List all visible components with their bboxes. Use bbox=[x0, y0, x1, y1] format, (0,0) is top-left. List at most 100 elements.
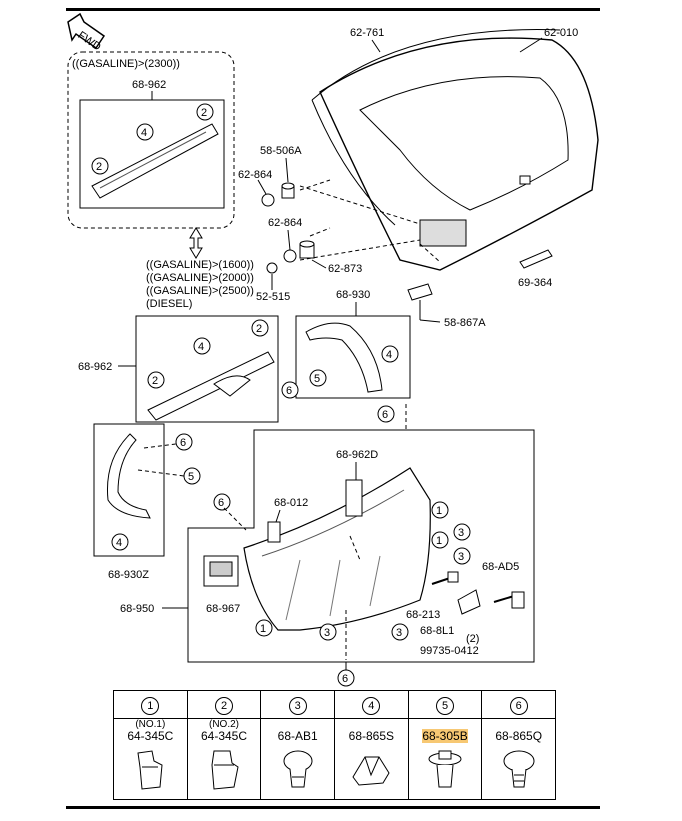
clip-b-icon bbox=[211, 750, 239, 790]
trim-panel-part bbox=[243, 467, 431, 631]
bumper-stop-part bbox=[281, 182, 295, 199]
svg-text:6: 6 bbox=[382, 409, 388, 421]
svg-text:2: 2 bbox=[152, 375, 158, 387]
svg-text:6: 6 bbox=[218, 497, 224, 509]
oring-b-icon bbox=[283, 249, 297, 263]
legend-code: 68-865S bbox=[348, 729, 395, 743]
svg-text:(DIESEL): (DIESEL) bbox=[146, 298, 192, 310]
callout-68-967: 68-967 bbox=[206, 603, 240, 615]
handle-part bbox=[267, 521, 281, 543]
clip-a-icon bbox=[137, 750, 163, 790]
svg-text:1: 1 bbox=[436, 535, 442, 547]
legend-num: 3 bbox=[288, 697, 307, 715]
legend-sub: (NO.1) bbox=[135, 719, 166, 730]
liftgate-door-part bbox=[311, 29, 599, 271]
callout-69-364: 69-364 bbox=[518, 277, 552, 289]
legend-cell-6: 6 68-865Q bbox=[482, 691, 556, 799]
legend-code: 68-865Q bbox=[495, 729, 543, 743]
svg-text:3: 3 bbox=[458, 551, 464, 563]
callout-62-010: 62-010 bbox=[544, 27, 578, 39]
svg-text:2: 2 bbox=[256, 323, 262, 335]
callout-62-864-a: 62-864 bbox=[238, 169, 272, 181]
callout-68-012: 68-012 bbox=[274, 497, 308, 509]
svg-text:4: 4 bbox=[386, 349, 392, 361]
callout-68-930Z: 68-930Z bbox=[108, 569, 149, 581]
svg-text:3: 3 bbox=[458, 527, 464, 539]
top-rule bbox=[66, 8, 600, 11]
legend-cell-2: 2 (NO.2) 64-345C bbox=[187, 691, 262, 799]
svg-text:1: 1 bbox=[436, 505, 442, 517]
latch-bracket-part bbox=[457, 589, 481, 615]
ad5-fastener-part bbox=[493, 591, 525, 609]
legend-num: 2 bbox=[215, 697, 233, 715]
mid-garnish-part bbox=[147, 351, 275, 421]
svg-text:1: 1 bbox=[260, 623, 266, 635]
legend-code: 64-345C bbox=[200, 729, 248, 743]
trim-clip-icon bbox=[503, 750, 535, 788]
callout-68-AD5: 68-AD5 bbox=[482, 561, 519, 573]
bracket-part bbox=[407, 283, 433, 301]
screw-part bbox=[431, 571, 459, 585]
callout-qty-2: (2) bbox=[466, 633, 479, 645]
callout-68-950: 68-950 bbox=[120, 603, 154, 615]
svg-text:6: 6 bbox=[286, 385, 292, 397]
gasoline-2300-label: ((GASALINE)>(2300)) bbox=[72, 58, 180, 70]
callout-68-962-mid: 68-962 bbox=[78, 361, 112, 373]
side-trim-part bbox=[305, 322, 383, 393]
legend-cell-5: 5 68-305B bbox=[408, 691, 483, 799]
bottom-rule bbox=[66, 806, 600, 809]
svg-text:((GASALINE)>(2000)): ((GASALINE)>(2000)) bbox=[146, 272, 254, 284]
svg-text:3: 3 bbox=[396, 627, 402, 639]
svg-text:4: 4 bbox=[198, 341, 204, 353]
svg-text:4: 4 bbox=[141, 127, 147, 139]
callout-68-962-upper: 68-962 bbox=[132, 79, 166, 91]
oring-a-icon bbox=[261, 193, 275, 207]
callout-62-873: 62-873 bbox=[328, 263, 362, 275]
legend-num: 5 bbox=[436, 697, 455, 715]
svg-text:5: 5 bbox=[314, 373, 320, 385]
svg-text:2: 2 bbox=[96, 161, 102, 173]
stopper-part bbox=[299, 240, 315, 259]
molding-part bbox=[519, 249, 553, 269]
ref-bubbles-panel: 1 3 1 3 1 3 3 6 6 bbox=[213, 493, 471, 687]
mid-garnish-box bbox=[135, 315, 279, 423]
legend-code: 68-AB1 bbox=[277, 729, 318, 743]
oring-c-icon bbox=[266, 262, 278, 274]
gasoline-2300-group bbox=[67, 51, 235, 229]
svg-text:4: 4 bbox=[116, 537, 122, 549]
svg-text:3: 3 bbox=[324, 627, 330, 639]
legend-code: 64-345C bbox=[127, 729, 174, 743]
svg-text:6: 6 bbox=[180, 437, 186, 449]
legend-cell-3: 3 68-AB1 bbox=[261, 691, 336, 799]
callout-68-930: 68-930 bbox=[336, 289, 370, 301]
fastener-legend-table: 1 (NO.1) 64-345C 2 (NO.2) 64-345C 3 68-A… bbox=[113, 690, 556, 800]
callout-68-8L1: 68-8L1 bbox=[420, 625, 454, 637]
callout-99735-0412: 99735-0412 bbox=[420, 645, 479, 657]
svg-text:((GASALINE)>(1600)): ((GASALINE)>(1600)) bbox=[146, 259, 254, 271]
callout-68-213: 68-213 bbox=[406, 609, 440, 621]
push-rivet-icon bbox=[283, 750, 313, 788]
side-trim-z-box bbox=[93, 423, 165, 557]
trim-panel-box bbox=[187, 429, 535, 663]
upper-panel-box bbox=[79, 99, 225, 209]
svg-text:5: 5 bbox=[188, 471, 194, 483]
legend-num: 1 bbox=[141, 697, 160, 715]
legend-sub: (NO.2) bbox=[209, 719, 239, 730]
legend-cell-1: 1 (NO.1) 64-345C bbox=[114, 691, 188, 799]
callout-62-761: 62-761 bbox=[350, 27, 384, 39]
callout-58-867A: 58-867A bbox=[444, 317, 486, 329]
double-arrow-icon bbox=[189, 227, 203, 259]
retainer-clip-icon bbox=[352, 756, 390, 786]
fwd-arrow-icon: FWD bbox=[67, 12, 106, 53]
variant-labels: ((GASALINE)>(1600)) ((GASALINE)>(2000)) … bbox=[146, 259, 254, 310]
svg-text:2: 2 bbox=[201, 107, 207, 119]
side-trim-z-part bbox=[106, 433, 151, 519]
legend-cell-4: 4 68-865S bbox=[335, 691, 409, 799]
legend-num: 4 bbox=[362, 697, 381, 715]
callout-68-962D: 68-962D bbox=[336, 449, 378, 461]
callout-58-506A: 58-506A bbox=[260, 145, 302, 157]
legend-code-highlighted: 68-305B bbox=[422, 729, 468, 743]
fastener-icon bbox=[428, 750, 462, 788]
switch-part bbox=[203, 555, 239, 587]
